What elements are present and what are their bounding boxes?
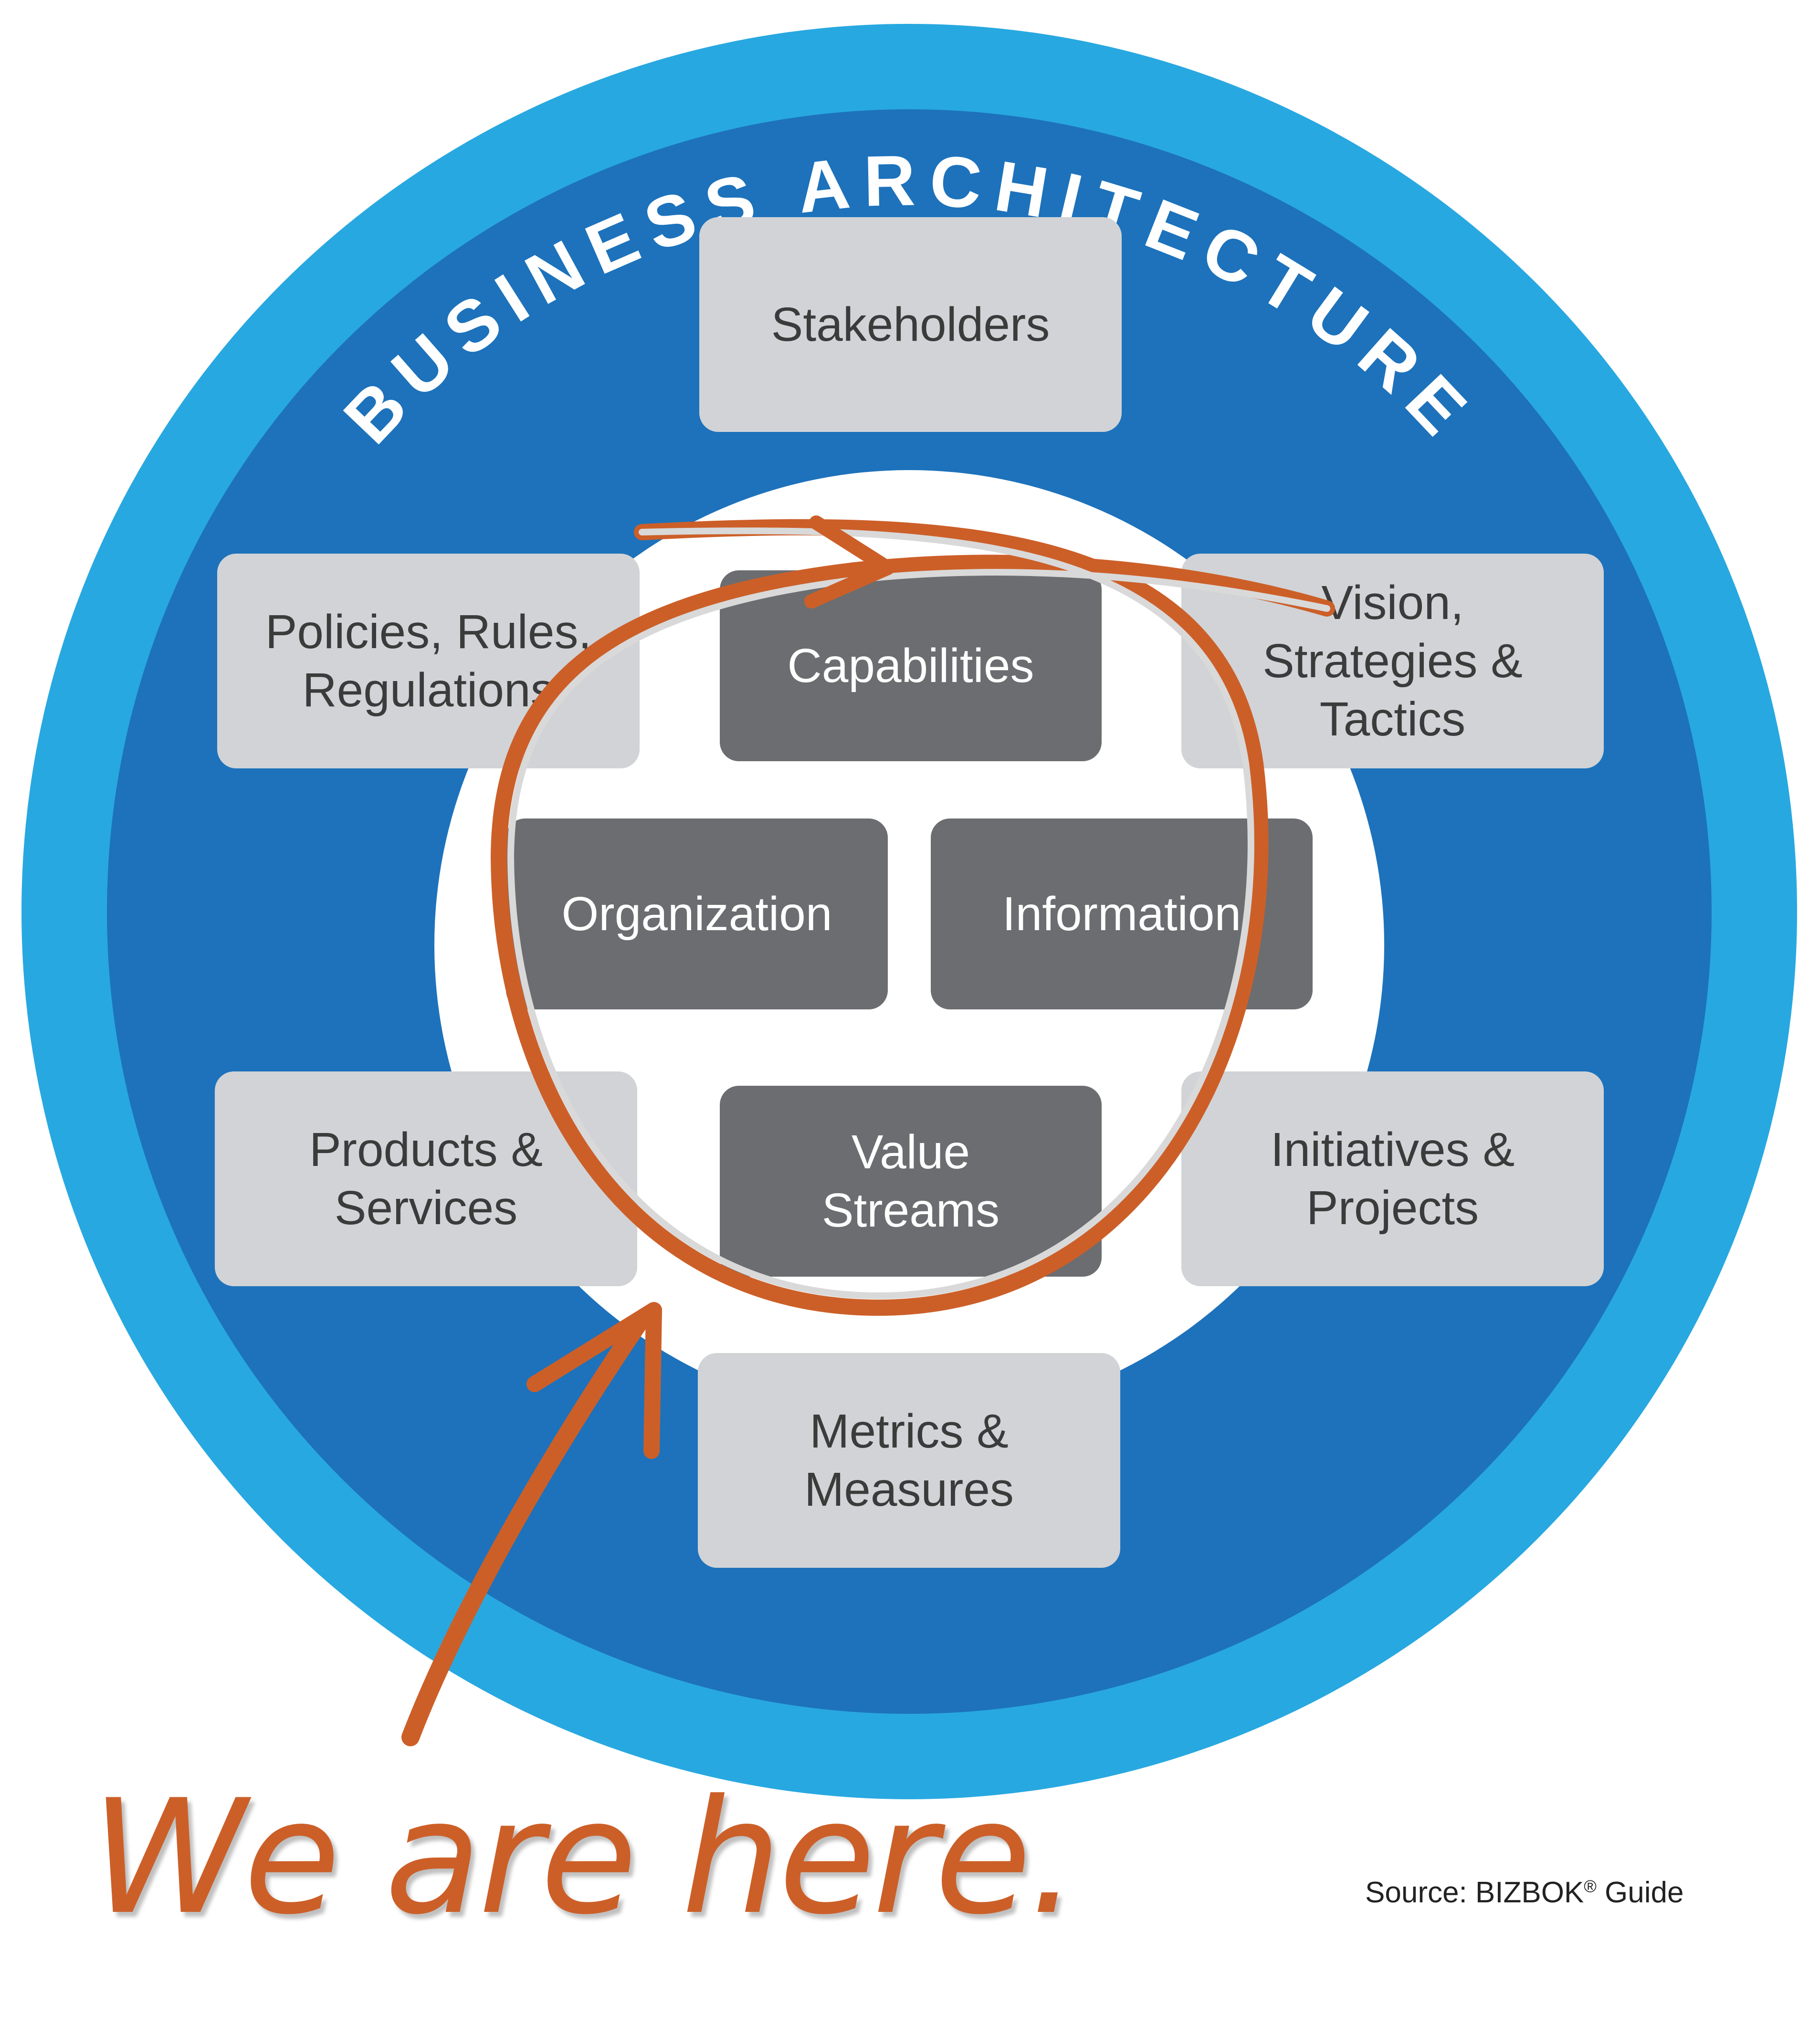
policies-box: Policies, Rules, Regulations: [217, 554, 640, 768]
registered-mark: ®: [1584, 1876, 1597, 1896]
value-streams-box: Value Streams: [720, 1086, 1102, 1277]
information-box: Information: [931, 818, 1313, 1009]
products-box: Products & Services: [215, 1071, 637, 1286]
initiatives-box: Initiatives & Projects: [1181, 1071, 1604, 1286]
vision-box: Vision, Strategies & Tactics: [1181, 554, 1604, 768]
source-credit: Source: BIZBOK® Guide: [1365, 1876, 1683, 1910]
source-prefix: Source: BIZBOK: [1365, 1876, 1584, 1909]
stakeholders-box: Stakeholders: [699, 217, 1122, 432]
source-suffix: Guide: [1596, 1876, 1684, 1909]
we-are-here-annotation: We are here.: [91, 1766, 1079, 1949]
organization-box: Organization: [506, 818, 888, 1009]
capabilities-box: Capabilities: [720, 570, 1102, 761]
metrics-box: Metrics & Measures: [698, 1353, 1120, 1568]
